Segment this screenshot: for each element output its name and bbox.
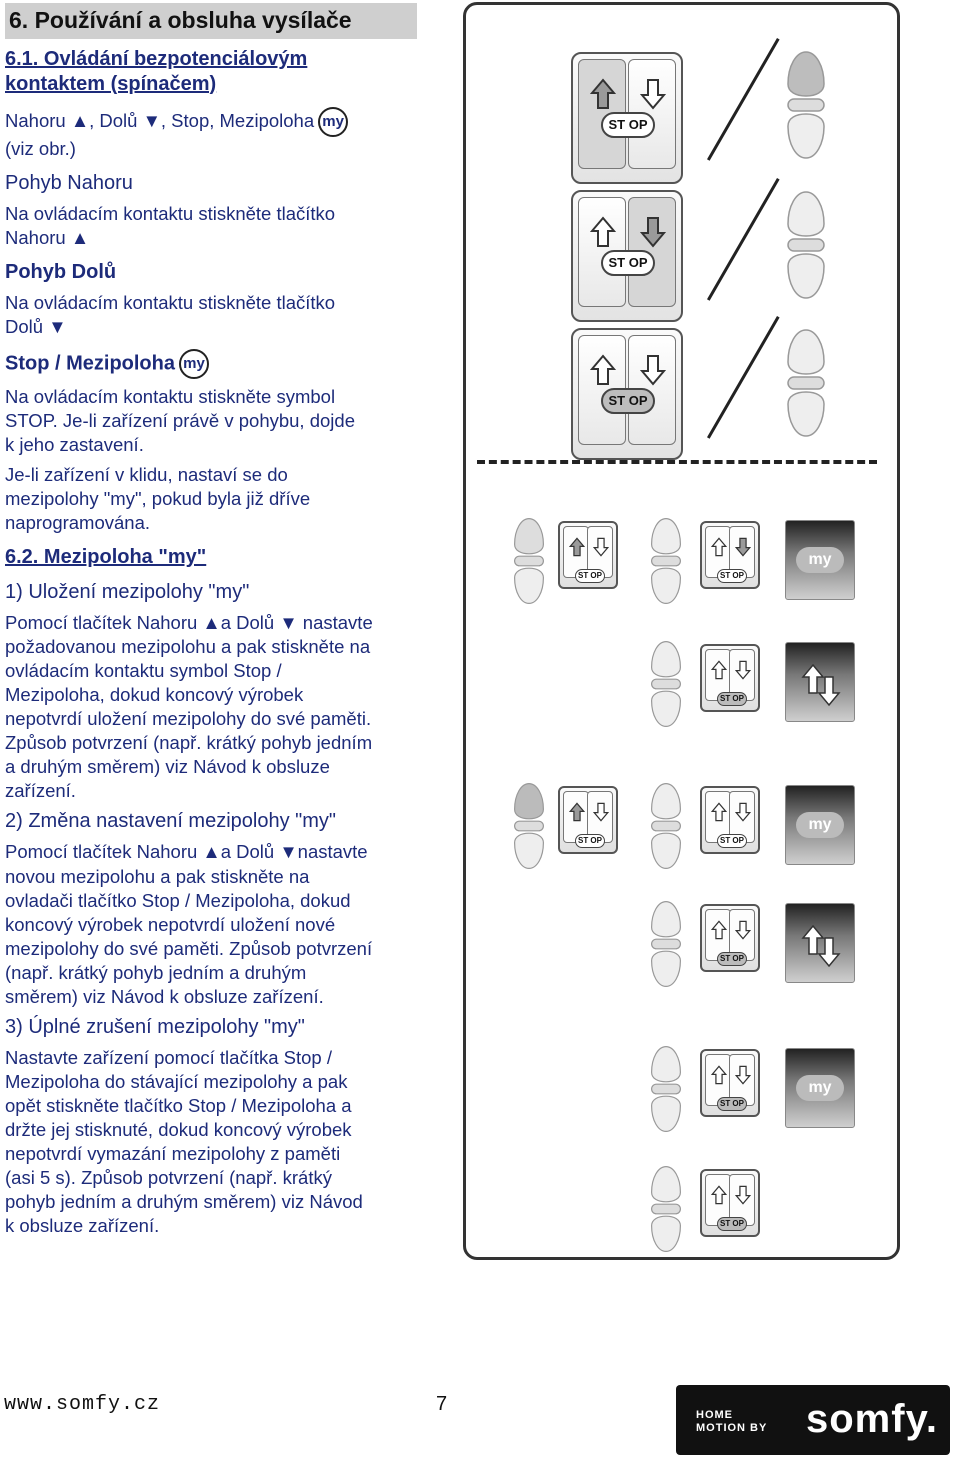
stop-button: ST OP: [575, 834, 605, 848]
stop-button: ST OP: [575, 569, 605, 583]
down-arrow-icon: [735, 1065, 751, 1085]
up-down-arrow-icon: [801, 663, 841, 707]
subsection-6-1-title: 6.1. Ovládání bezpotenciálovým kontaktem…: [5, 47, 308, 95]
p-delete-my: Nastavte zařízení pomocí tlačítka Stop /…: [5, 1046, 363, 1237]
p-change-my: Pomocí tlačítek Nahoru ▲a Dolů ▼nastavte…: [5, 841, 373, 1007]
up-down-arrow-icon: [801, 924, 841, 968]
blind-updown-icon: [785, 903, 855, 983]
lamp-icon: [650, 782, 682, 870]
stop-button: ST OP: [717, 952, 747, 966]
subsection-6-2-title: 6.2. Mezipoloha "my": [5, 546, 207, 569]
my-badge-icon: my: [179, 348, 209, 379]
up-arrow-icon: [711, 537, 727, 557]
down-arrow-icon: [735, 920, 751, 940]
stop-button: ST OP: [717, 569, 747, 583]
lamp-stop-icon: [786, 328, 826, 438]
stop-button: ST OP: [717, 692, 747, 706]
up-arrow-icon: [590, 354, 616, 386]
small-remote: ST OP: [700, 1169, 760, 1237]
up-arrow-icon: [711, 802, 727, 822]
lamp-down-icon: [786, 190, 826, 300]
h-save-my: 1) Uložení mezipolohy "my": [5, 581, 250, 604]
up-arrow-icon: [711, 1065, 727, 1085]
up-arrow-icon: [590, 78, 616, 110]
stop-button: ST OP: [601, 112, 655, 138]
up-text: Na ovládacím kontaktu stiskněte tlačítko…: [5, 202, 336, 248]
blind-my-icon: my: [785, 785, 855, 865]
small-remote: ST OP: [558, 521, 618, 589]
down-arrow-icon: [735, 660, 751, 680]
lamp-icon: [650, 517, 682, 605]
stop-button: ST OP: [717, 1097, 747, 1111]
up-arrow-icon: [711, 660, 727, 680]
small-remote: ST OP: [700, 644, 760, 712]
small-remote: ST OP: [700, 1049, 760, 1117]
lamp-icon: [650, 900, 682, 988]
blind-my-icon: my: [785, 1048, 855, 1128]
logo-wordmark: somfy.: [806, 1397, 938, 1441]
down-arrow-icon: [735, 802, 751, 822]
small-remote: ST OP: [558, 786, 618, 854]
lamp-icon: [513, 517, 545, 605]
up-arrow-icon: [711, 1185, 727, 1205]
my-badge-icon: my: [318, 106, 349, 137]
small-remote: ST OP: [700, 521, 760, 589]
down-arrow-icon: [640, 78, 666, 110]
dashed-divider: [477, 460, 877, 464]
down-title: Pohyb Dolů: [5, 260, 117, 283]
remote-down-pressed: ST OP: [571, 190, 683, 322]
stop-button: ST OP: [601, 250, 655, 276]
lamp-icon: [650, 640, 682, 728]
down-arrow-icon: [593, 802, 609, 822]
page-number: 7: [436, 1393, 448, 1415]
lamp-up-icon: [786, 50, 826, 160]
stop-text-rest: Je-li zařízení v klidu, nastaví se do me…: [5, 463, 311, 534]
remote-up-pressed: ST OP: [571, 52, 683, 184]
lamp-icon: [513, 782, 545, 870]
stop-button: ST OP: [717, 834, 747, 848]
blind-my-icon: my: [785, 520, 855, 600]
lamp-icon: [650, 1165, 682, 1253]
text-column: 6. Používání a obsluha vysílače 6.1. Ovl…: [5, 3, 455, 1244]
remote-stop-pressed: ST OP: [571, 328, 683, 460]
down-text: Na ovládacím kontaktu stiskněte tlačítko…: [5, 291, 336, 337]
lamp-icon: [650, 1045, 682, 1133]
p-save-my: Pomocí tlačítek Nahoru ▲a Dolů ▼ nastavt…: [5, 612, 373, 802]
up-arrow-icon: [569, 537, 585, 557]
down-arrow-icon: [593, 537, 609, 557]
down-arrow-icon: [735, 1185, 751, 1205]
h-change-my: 2) Změna nastavení mezipolohy "my": [5, 810, 337, 833]
figure-panel: [463, 2, 900, 1260]
down-arrow-icon: [735, 537, 751, 557]
small-remote: ST OP: [700, 786, 760, 854]
blind-updown-icon: [785, 642, 855, 722]
up-arrow-icon: [711, 920, 727, 940]
up-arrow-icon: [590, 216, 616, 248]
small-remote: ST OP: [700, 904, 760, 972]
h-delete-my: 3) Úplné zrušení mezipolohy "my": [5, 1015, 305, 1038]
stop-text: Na ovládacím kontaktu stiskněte symbol S…: [5, 385, 355, 455]
section-title: 6. Používání a obsluha vysílače: [5, 3, 417, 39]
up-arrow-icon: [569, 802, 585, 822]
stop-button: ST OP: [717, 1217, 747, 1231]
up-title: Pohyb Nahoru: [5, 171, 133, 194]
footer-url[interactable]: www.somfy.cz: [4, 1393, 161, 1416]
down-arrow-icon: [640, 354, 666, 386]
stop-button: ST OP: [601, 388, 655, 414]
down-arrow-icon: [640, 216, 666, 248]
